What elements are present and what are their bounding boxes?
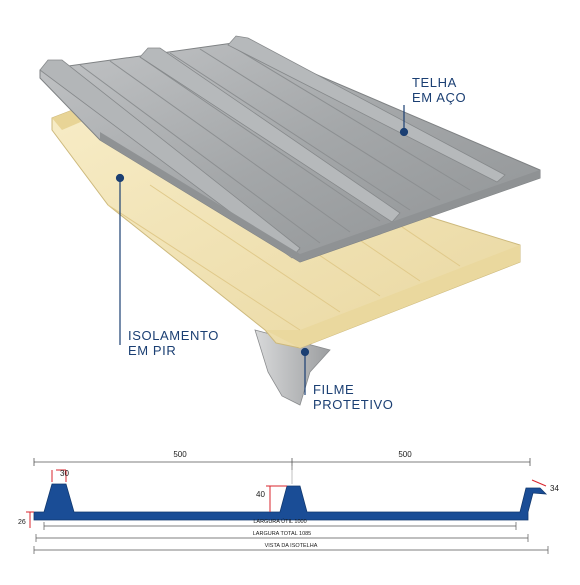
dim-rib-height: 40 — [256, 490, 265, 499]
dim-view: VISTA DA ISOTELHA — [265, 543, 318, 549]
film-layer — [254, 329, 331, 406]
label-pir-line-1: ISOLAMENTO — [128, 328, 220, 343]
panel-profile — [33, 483, 548, 521]
label-steel-line-1: TELHA — [412, 75, 457, 90]
dim-span-right: 500 — [398, 450, 412, 459]
cross-section: 500 500 30 40 34 26 LARGURA ÚTIL 1000 LA… — [18, 450, 559, 554]
label-steel-roof: TELHA EM AÇO — [412, 75, 466, 105]
label-steel-line-2: EM AÇO — [412, 90, 467, 105]
dim-total-width: LARGURA TOTAL 1085 — [253, 531, 312, 537]
leader-lines — [115, 105, 409, 395]
label-pir-line-2: EM PIR — [128, 343, 177, 358]
dim-useful-width: LARGURA ÚTIL 1000 — [253, 518, 306, 525]
label-protective-film: FILME PROTETIVO — [313, 382, 394, 412]
dim-rib-top: 30 — [60, 469, 69, 478]
dim-span-left: 500 — [173, 450, 187, 459]
label-pir-insulation: ISOLAMENTO EM PIR — [128, 328, 219, 358]
label-film-line-1: FILME — [313, 382, 355, 397]
dim-thickness: 26 — [18, 519, 26, 526]
dim-lap: 34 — [550, 484, 559, 493]
label-film-line-2: PROTETIVO — [313, 397, 394, 412]
steel-sheet-layer — [39, 35, 541, 263]
